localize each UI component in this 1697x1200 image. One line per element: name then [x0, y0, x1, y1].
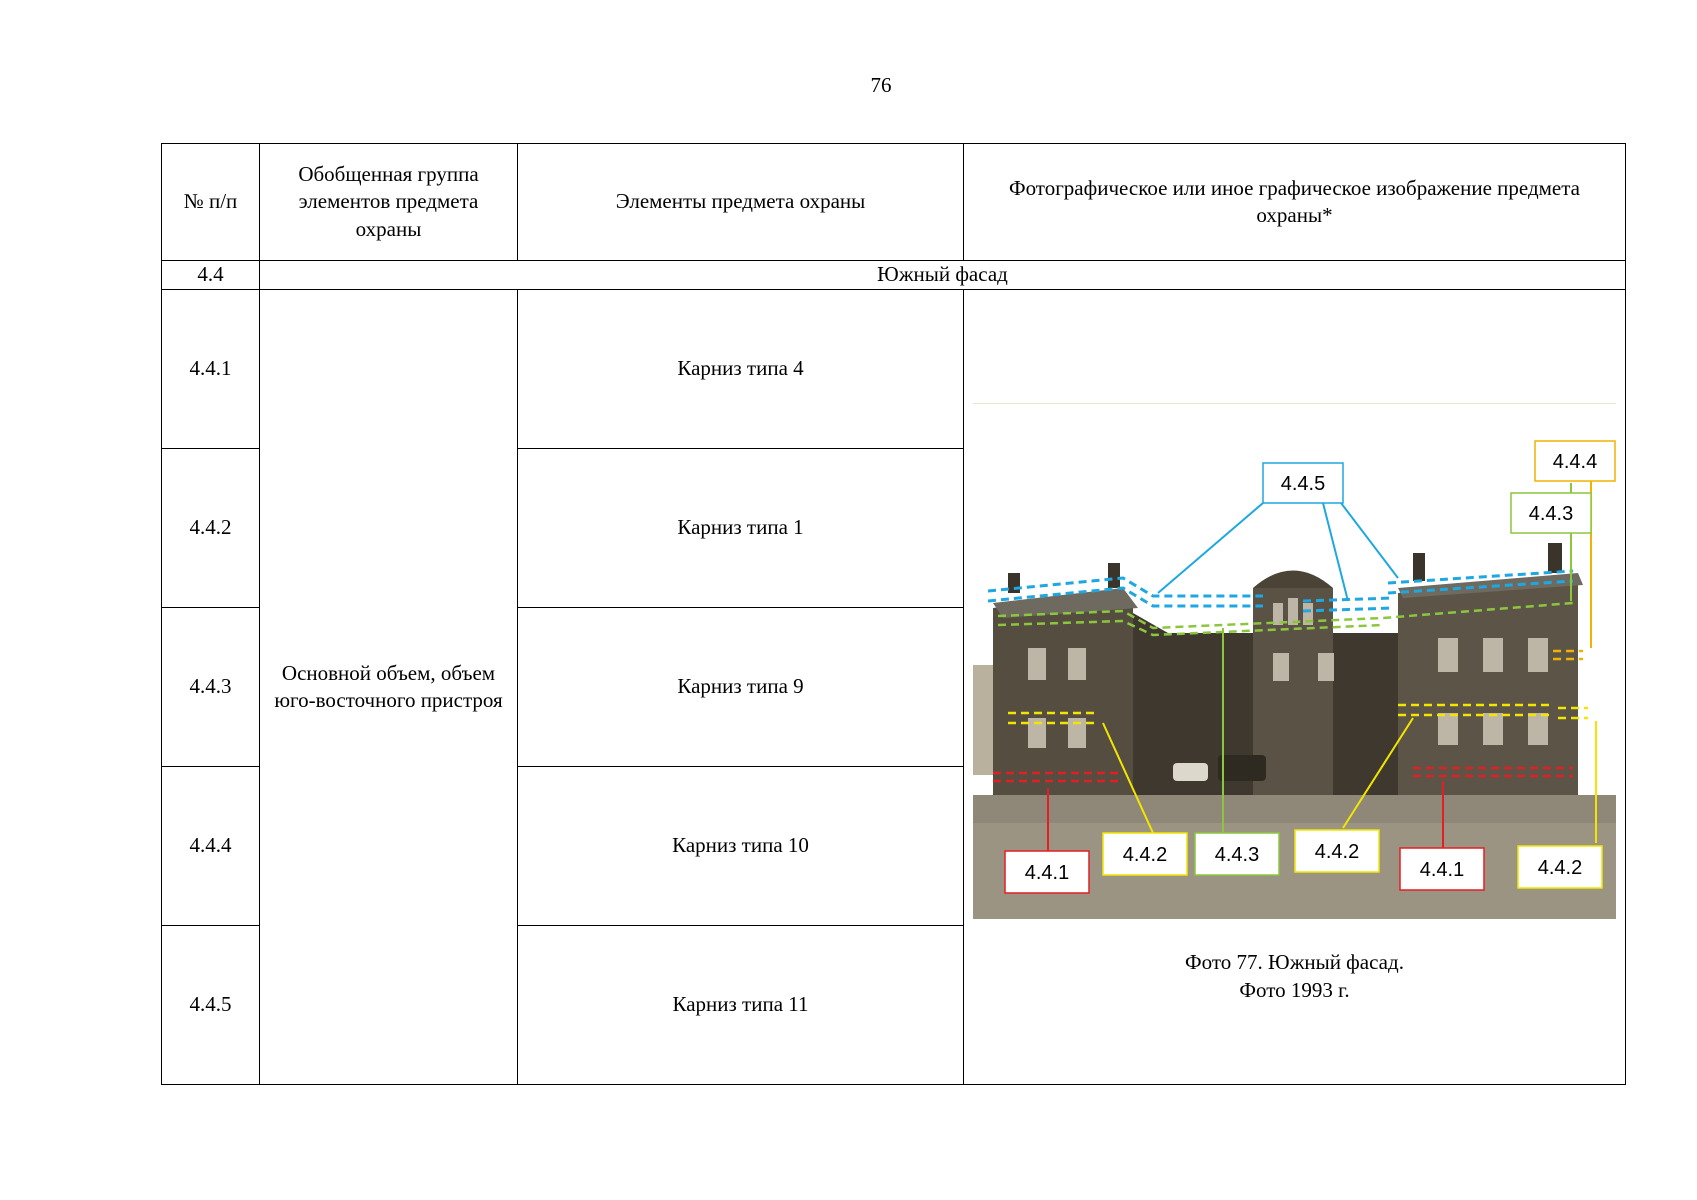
header-num: № п/п [161, 143, 260, 261]
row-num: 4.4.1 [161, 289, 260, 449]
label-4-4-1-left: 4.4.1 [1025, 862, 1069, 884]
page-number: 76 [870, 73, 892, 97]
row-num: 4.4.2 [161, 448, 260, 608]
label-4-4-3-top: 4.4.3 [1529, 503, 1573, 525]
section-title: Южный фасад [259, 260, 1626, 290]
row-num: 4.4.3 [161, 607, 260, 767]
facade-photo: 4.4.5 4.4.4 4.4.3 4.4.1 4.4.2 4.4.3 4.4.… [973, 402, 1616, 923]
label-4-4-3-bottom: 4.4.3 [1215, 844, 1259, 866]
image-cell: 4.4.5 4.4.4 4.4.3 4.4.1 4.4.2 4.4.3 4.4.… [963, 289, 1626, 1085]
label-4-4-4: 4.4.4 [1553, 451, 1597, 473]
section-num: 4.4 [161, 260, 260, 290]
header-group: Обобщенная группа элементов предмета охр… [259, 143, 518, 261]
row-num: 4.4.4 [161, 766, 260, 926]
row-num: 4.4.5 [161, 925, 260, 1085]
protection-table: № п/п Обобщенная группа элементов предме… [161, 143, 1626, 1085]
table-row: 4.4.3 Карниз типа 9 [161, 607, 1626, 767]
table-row: 4.4.4 Карниз типа 10 [161, 766, 1626, 926]
row-element: Карниз типа 11 [517, 925, 964, 1085]
row-element: Карниз типа 10 [517, 766, 964, 926]
header-image: Фотографическое или иное графическое изо… [963, 143, 1626, 261]
label-4-4-5: 4.4.5 [1281, 473, 1325, 495]
label-4-4-1-right: 4.4.1 [1420, 859, 1464, 881]
caption-line-2: Фото 1993 г. [1239, 978, 1350, 1003]
table-row: 4.4.5 Карниз типа 11 [161, 925, 1626, 1085]
row-element: Карниз типа 9 [517, 607, 964, 767]
caption-line-1: Фото 77. Южный фасад. [1185, 950, 1404, 974]
section-row: 4.4 Южный фасад [161, 260, 1626, 290]
label-4-4-2-left: 4.4.2 [1123, 844, 1167, 866]
row-element: Карниз типа 1 [517, 448, 964, 608]
table-row: 4.4.2 Карниз типа 1 [161, 448, 1626, 608]
label-4-4-2-right: 4.4.2 [1538, 857, 1582, 879]
row-element: Карниз типа 4 [517, 289, 964, 449]
group-label: Основной объем, объем юго-восточного при… [259, 289, 518, 1085]
table-row: 4.4.1 Основной объем, объем юго-восточно… [161, 289, 1626, 1085]
label-4-4-2-mid: 4.4.2 [1315, 841, 1359, 863]
header-row: № п/п Обобщенная группа элементов предме… [161, 143, 1626, 261]
header-elements: Элементы предмета охраны [517, 143, 964, 261]
photo-caption: Фото 77. Южный фасад. Фото 1993 г. [964, 948, 1625, 1005]
